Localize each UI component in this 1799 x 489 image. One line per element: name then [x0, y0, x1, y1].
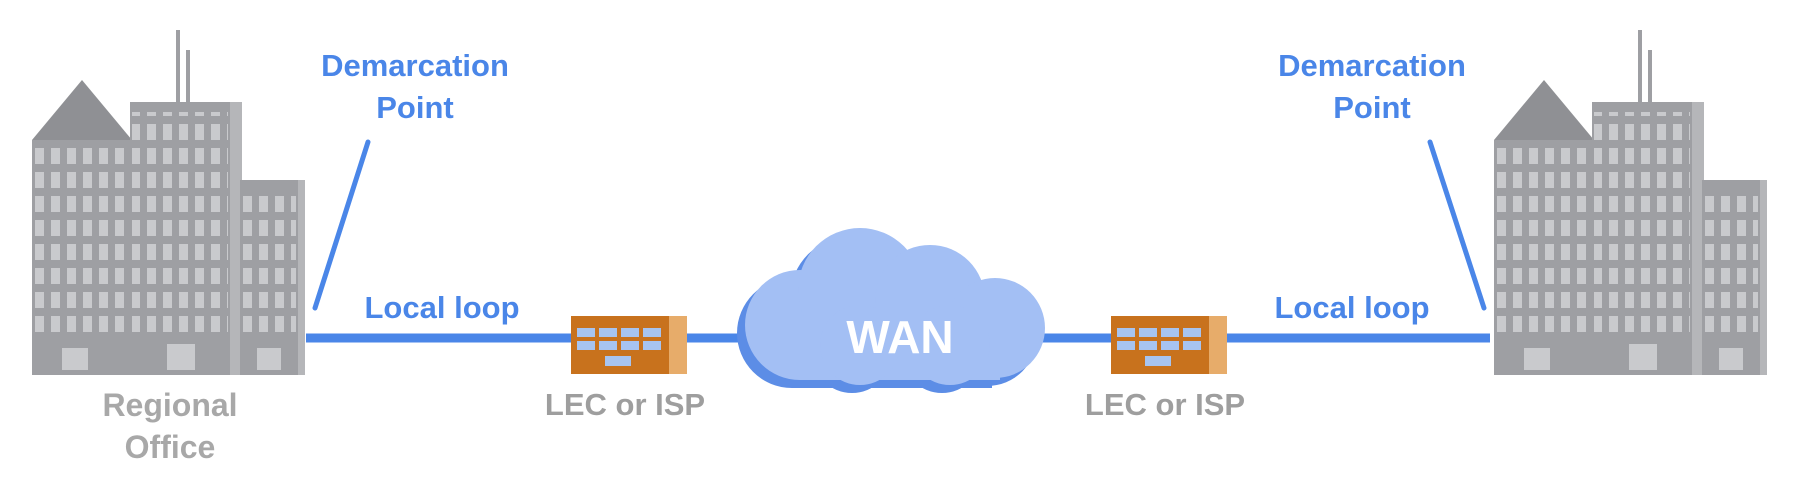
left-lec-label: LEC or ISP — [544, 387, 706, 422]
right-demarcation-pointer — [1427, 139, 1487, 311]
left-demarcation-line1: Demarcation — [321, 48, 509, 83]
cloud-icon — [737, 228, 1045, 393]
left-demarcation-line2: Point — [376, 90, 454, 125]
left-local-loop-label: Local loop — [364, 290, 520, 325]
right-lec-label: LEC or ISP — [1084, 387, 1246, 422]
right-demarcation-line1: Demarcation — [1278, 48, 1466, 83]
right-office-buildings-icon — [1494, 30, 1767, 375]
left-demarcation-pointer — [312, 139, 371, 311]
left-office-buildings-icon — [32, 30, 305, 375]
regional-office-line2: Office — [124, 429, 216, 465]
right-demarcation-line2: Point — [1333, 90, 1411, 125]
right-local-loop-label: Local loop — [1274, 290, 1430, 325]
right-router-device-icon — [1111, 316, 1227, 374]
wan-label: WAN — [846, 311, 954, 363]
right-demarcation-label: Demarcation Point — [1257, 45, 1487, 129]
regional-office-line1: Regional — [102, 387, 238, 423]
regional-office-label: Regional Office — [70, 384, 270, 468]
left-router-device-icon — [571, 316, 687, 374]
left-demarcation-label: Demarcation Point — [300, 45, 530, 129]
